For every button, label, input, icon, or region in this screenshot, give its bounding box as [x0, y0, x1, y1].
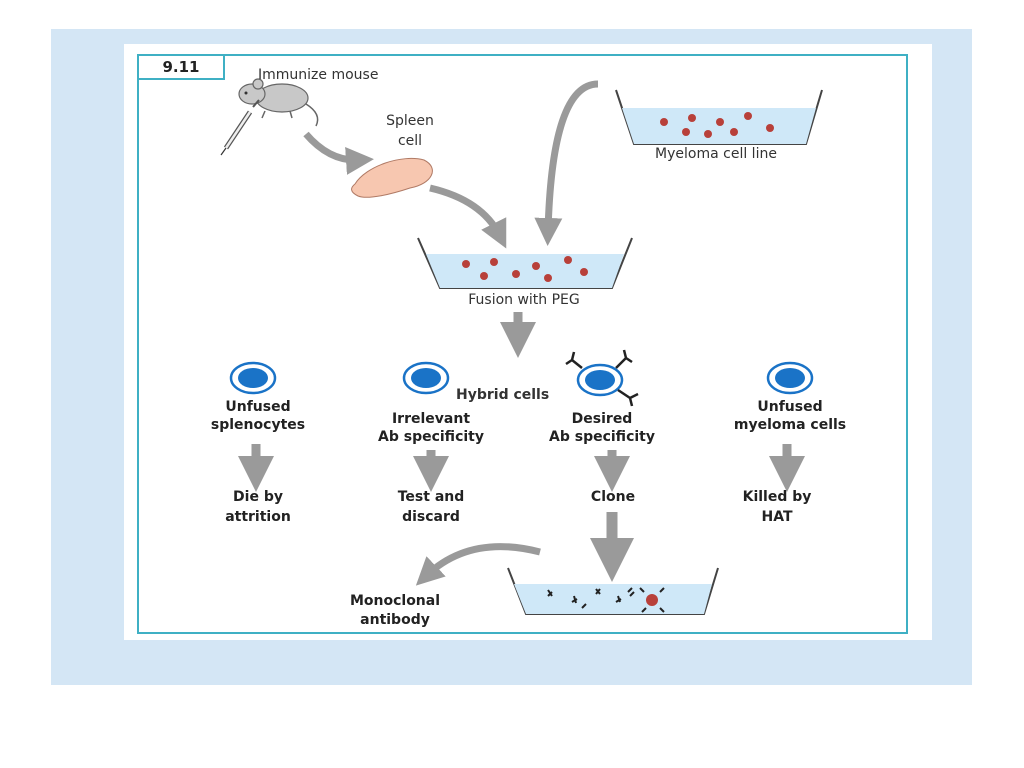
label-unfused-2: Unfused — [757, 399, 823, 415]
label-fusion-peg: Fusion with PEG — [468, 292, 580, 308]
spleen-cell-icon — [351, 157, 433, 198]
label-irrelevant: Irrelevant — [391, 411, 471, 427]
cell-desired-icon — [565, 349, 639, 407]
label-splenocytes: splenocytes — [210, 417, 306, 433]
fusion-dish-icon — [417, 237, 633, 289]
label-hybrid-cells: Hybrid cells — [456, 387, 550, 403]
label-myeloma-cell-line: Myeloma cell line — [655, 146, 777, 162]
label-desired: Desired — [571, 411, 633, 427]
antibody-dish-icon — [507, 567, 719, 615]
syringe-icon — [220, 99, 260, 156]
cell-irrelevant-icon — [402, 361, 450, 395]
arrow-spleen-to-fusion — [429, 184, 507, 249]
arrow-mouse-to-spleen — [303, 131, 374, 175]
label-unfused-1: Unfused — [225, 399, 291, 415]
label-desired-ab: Ab specificity — [549, 429, 655, 445]
label-die-by: Die by — [233, 489, 283, 505]
label-discard: discard — [402, 509, 460, 525]
label-attrition: attrition — [225, 509, 291, 525]
mouse-icon — [238, 78, 319, 127]
figure-frame — [137, 54, 908, 634]
label-irrelevant-ab: Ab specificity — [378, 429, 484, 445]
label-monoclonal: Monoclonal — [349, 593, 441, 609]
arrow-myeloma-to-fusion — [534, 80, 599, 246]
label-spleen: Spleen — [386, 113, 434, 129]
cell-unfused-splenocyte-icon — [229, 361, 277, 395]
label-test-and: Test and — [397, 489, 465, 505]
arrow-dish-to-antibody — [415, 543, 541, 586]
label-killed-by: Killed by — [742, 489, 812, 505]
label-cell: cell — [397, 133, 423, 149]
label-myeloma-cells: myeloma cells — [733, 417, 847, 433]
label-antibody: antibody — [360, 612, 430, 628]
cell-unfused-myeloma-icon — [766, 361, 814, 395]
label-hat: HAT — [761, 509, 793, 525]
figure-number: 9.11 — [137, 54, 225, 80]
myeloma-dish-icon — [615, 89, 823, 145]
label-clone: Clone — [590, 489, 636, 505]
label-immunize-mouse: Immunize mouse — [258, 67, 379, 83]
